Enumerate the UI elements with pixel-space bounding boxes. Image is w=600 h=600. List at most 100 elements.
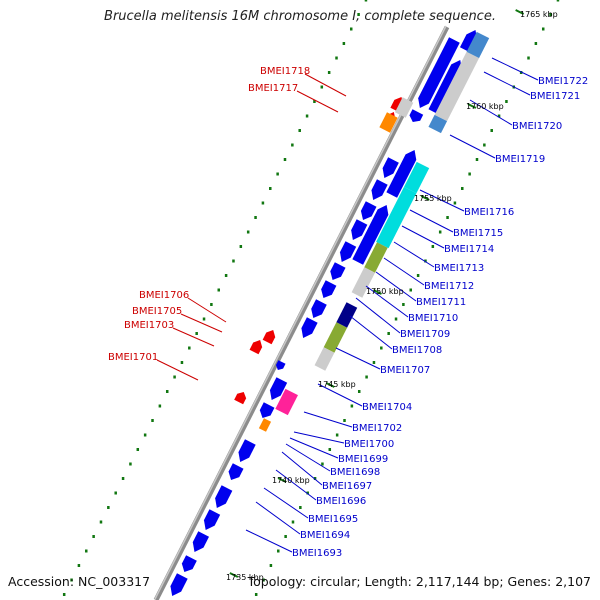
gene-arrow <box>170 573 188 596</box>
leader-line <box>263 487 309 519</box>
scale-tick <box>467 103 477 109</box>
gc-dot <box>224 274 228 277</box>
gc-dot <box>313 477 317 480</box>
leader-line <box>419 189 465 212</box>
gc-dot <box>151 419 154 422</box>
gc-dot <box>246 230 250 234</box>
leader-line <box>483 71 531 96</box>
leader-line <box>293 431 345 444</box>
gc-dot <box>468 172 471 176</box>
gc-dot <box>284 535 287 538</box>
gene-arrow <box>352 205 389 265</box>
gene-arrow <box>275 360 286 370</box>
gene-label-right: BMEI1719 <box>495 154 545 165</box>
accession-label: Accession: NC_003317 <box>8 574 151 589</box>
gc-dot <box>262 578 265 582</box>
scale-label: 1750 kbp <box>366 287 404 296</box>
gene-arrow <box>249 340 263 355</box>
gene-label-right: BMEI1714 <box>444 244 494 255</box>
gene-arrow <box>386 150 417 198</box>
gc-dot <box>357 13 360 16</box>
gene-arrow <box>181 555 197 572</box>
gc-dot <box>409 288 413 292</box>
gene-label-right: BMEI1716 <box>464 207 514 218</box>
scale-label: 1760 kbp <box>466 102 504 111</box>
feature-block <box>434 51 480 122</box>
gc-dot <box>129 462 132 466</box>
topology-label: Topology: circular; Length: 2,117,144 bp… <box>247 574 591 589</box>
gene-label-left: BMEI1718 <box>260 66 310 77</box>
gc-dot <box>276 172 279 176</box>
feature-block <box>376 186 417 249</box>
gc-dot <box>490 129 493 132</box>
scale-tick <box>277 477 287 483</box>
gene-label-right: BMEI1708 <box>392 345 442 356</box>
leader-line <box>156 359 199 381</box>
gc-dot <box>239 245 243 248</box>
gene-arrow <box>339 241 357 262</box>
gc-dot <box>372 361 376 364</box>
gene-label-right: BMEI1693 <box>292 548 342 559</box>
gc-dot <box>254 216 257 219</box>
gene-label-left: BMEI1703 <box>124 320 174 331</box>
gc-dot <box>343 419 346 422</box>
gc-dot <box>364 0 368 2</box>
gc-dot <box>431 245 435 248</box>
gc-dot <box>394 317 398 321</box>
gc-dot <box>357 390 361 393</box>
gc-dot <box>453 201 457 205</box>
gc-dot <box>416 274 420 277</box>
gc-dot <box>534 42 538 45</box>
gc-dot <box>299 506 302 509</box>
scale-ticks <box>229 9 525 578</box>
gene-label-left: BMEI1701 <box>108 352 158 363</box>
gc-dot <box>549 13 552 16</box>
gc-dot <box>556 0 560 2</box>
gc-dot <box>446 216 449 219</box>
gene-label-right: BMEI1699 <box>338 454 388 465</box>
gc-dot <box>387 332 390 335</box>
leader-line <box>255 501 301 535</box>
leader-line <box>296 90 339 113</box>
gc-dot <box>107 506 110 509</box>
gc-dot <box>350 404 354 408</box>
gc-dot <box>143 433 147 437</box>
gene-label-right: BMEI1697 <box>322 481 372 492</box>
gc-dot <box>505 100 508 103</box>
gene-arrow <box>192 531 209 552</box>
gene-arrow <box>215 485 233 508</box>
gc-dot <box>261 201 265 205</box>
gene-label-right: BMEI1704 <box>362 402 412 413</box>
gc-dot <box>180 361 184 364</box>
feature-block <box>323 322 348 353</box>
scale-label: 1740 kbp <box>272 476 310 485</box>
gene-label-right: BMEI1707 <box>380 365 430 376</box>
gc-dot <box>77 564 81 567</box>
gene-arrow <box>311 299 327 318</box>
scale-tick <box>229 572 239 578</box>
scale-label: 1755 kbp <box>414 194 452 203</box>
leader-line <box>383 257 425 286</box>
gc-dot <box>70 578 73 582</box>
feature-block <box>394 97 414 118</box>
leader-line <box>449 134 496 159</box>
gene-label-right: BMEI1696 <box>316 496 366 507</box>
gc-dot <box>195 332 198 335</box>
gene-label-left: BMEI1717 <box>248 83 298 94</box>
gc-dot <box>99 520 103 524</box>
gc-dot <box>277 549 280 553</box>
scale-tick <box>373 289 382 295</box>
leader-line <box>349 315 393 350</box>
gc-dot <box>188 346 191 350</box>
gene-arrow <box>301 317 318 338</box>
gc-dot <box>291 143 294 147</box>
gc-content-dots <box>62 0 560 596</box>
gene-arrow <box>238 439 256 462</box>
gc-dot <box>62 593 66 596</box>
map-title: Brucella melitensis 16M chromosome I, co… <box>104 9 496 24</box>
feature-block <box>336 302 358 328</box>
gc-dot <box>136 448 140 451</box>
gc-dot <box>202 317 206 321</box>
gc-dot <box>313 100 316 103</box>
